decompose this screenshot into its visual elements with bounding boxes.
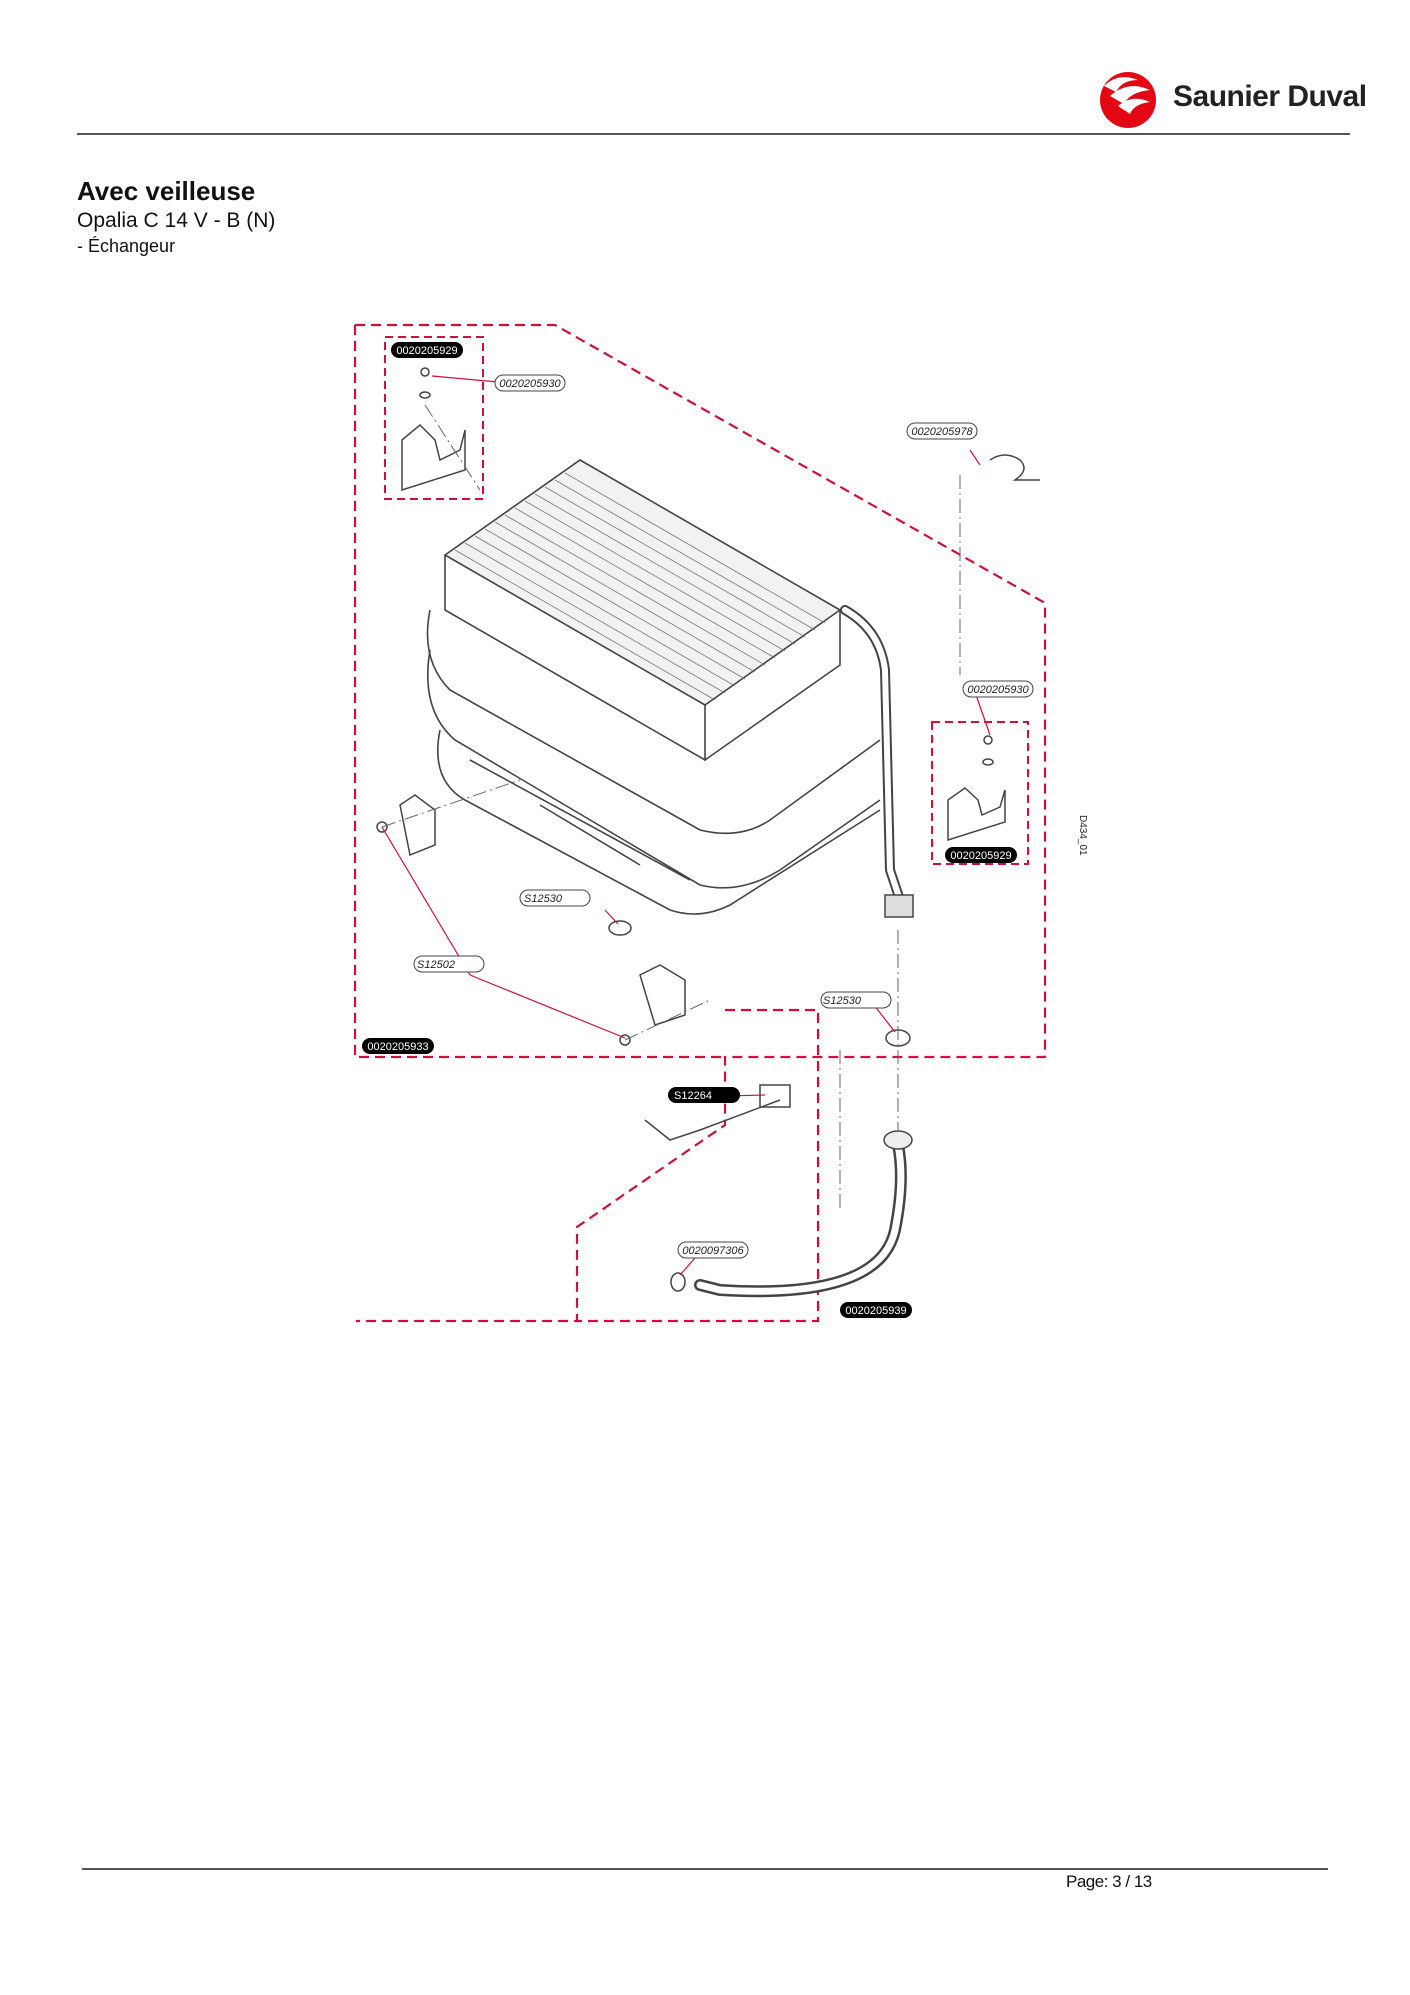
svg-text:0020205929: 0020205929	[950, 850, 1011, 862]
seal-ring	[670, 1272, 686, 1292]
svg-text:S12530: S12530	[823, 995, 862, 1007]
part-label-0020205929-right: 0020205929	[945, 847, 1017, 863]
right-bracket	[947, 787, 1006, 842]
support-left	[399, 794, 436, 857]
svg-text:S12264: S12264	[674, 1090, 712, 1102]
part-label-S12264: S12264	[668, 1087, 740, 1103]
footer-rule	[82, 1868, 1328, 1870]
section-name: - Échangeur	[77, 236, 176, 256]
exchanger-fins	[454, 472, 826, 701]
part-label-0020205933: 0020205933	[362, 1038, 434, 1054]
group-box-right-bracket	[931, 721, 1029, 865]
clip-part	[989, 454, 1040, 481]
part-label-0020097306: 0020097306	[677, 1241, 749, 1259]
svg-text:0020205978: 0020205978	[911, 426, 973, 438]
svg-text:0020097306: 0020097306	[682, 1245, 744, 1257]
part-label-S12530-right: S12530	[820, 991, 892, 1009]
part-label-0020205930-right: 0020205930	[962, 680, 1034, 698]
page-number: Page: 3 / 13	[1066, 1872, 1152, 1891]
part-label-S12502: S12502	[413, 955, 485, 973]
svg-text:0020205933: 0020205933	[367, 1041, 428, 1053]
screw-bottom	[619, 1034, 631, 1046]
group-boundary-main	[355, 323, 1047, 1323]
svg-text:0020205930: 0020205930	[967, 684, 1029, 696]
header-rule	[77, 133, 1350, 135]
model-name: Opalia C 14 V - B (N)	[77, 209, 276, 232]
heat-exchanger	[426, 459, 881, 915]
part-label-S12530-center: S12530	[519, 889, 591, 907]
saunier-duval-logo	[1100, 72, 1156, 128]
svg-text:0020205930: 0020205930	[499, 378, 561, 390]
page-title: Avec veilleuse	[77, 176, 256, 206]
drawing-code: D434_01	[1077, 815, 1088, 856]
exploded-diagram: 0020205929 0020205929 0020205933 0020205…	[353, 323, 1088, 1323]
screw-left	[376, 821, 388, 833]
part-label-0020205939: 0020205939	[840, 1302, 912, 1318]
brand-name: Saunier Duval	[1173, 80, 1367, 113]
svg-text:S12530: S12530	[524, 893, 563, 905]
svg-text:S12502: S12502	[417, 959, 455, 971]
part-label-0020205930-top: 0020205930	[494, 374, 566, 392]
top-bracket	[401, 423, 466, 492]
group-box-top-bracket	[384, 336, 484, 500]
part-label-0020205978: 0020205978	[906, 422, 978, 440]
washer-center	[608, 920, 632, 936]
part-label-0020205929-top: 0020205929	[391, 342, 463, 358]
support-bottom	[639, 964, 686, 1026]
svg-text:0020205939: 0020205939	[845, 1305, 906, 1317]
svg-text:0020205929: 0020205929	[396, 345, 457, 357]
sensor-part	[644, 1099, 781, 1141]
